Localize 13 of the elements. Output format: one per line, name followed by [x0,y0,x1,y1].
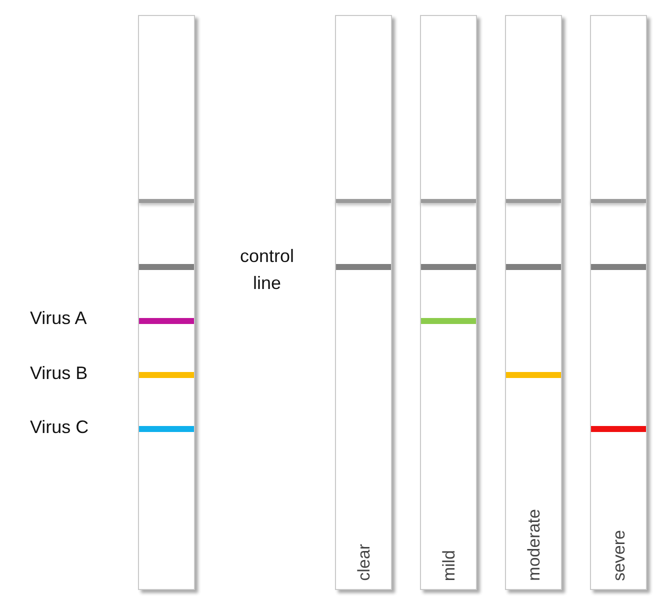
virus-label: Virus A [30,307,88,330]
strip-label: mild [440,550,457,581]
test-strip [335,15,392,590]
strip-label: clear [355,544,372,581]
test-strip [590,15,647,590]
test-strip [138,15,195,590]
strip-label: moderate [525,509,542,581]
control-line-label: control line [238,245,296,295]
virus-label: Virus C [30,416,90,439]
strip-label: severe [610,530,627,581]
test-strip [420,15,477,590]
virus-label: Virus B [30,362,89,385]
test-strip [505,15,562,590]
